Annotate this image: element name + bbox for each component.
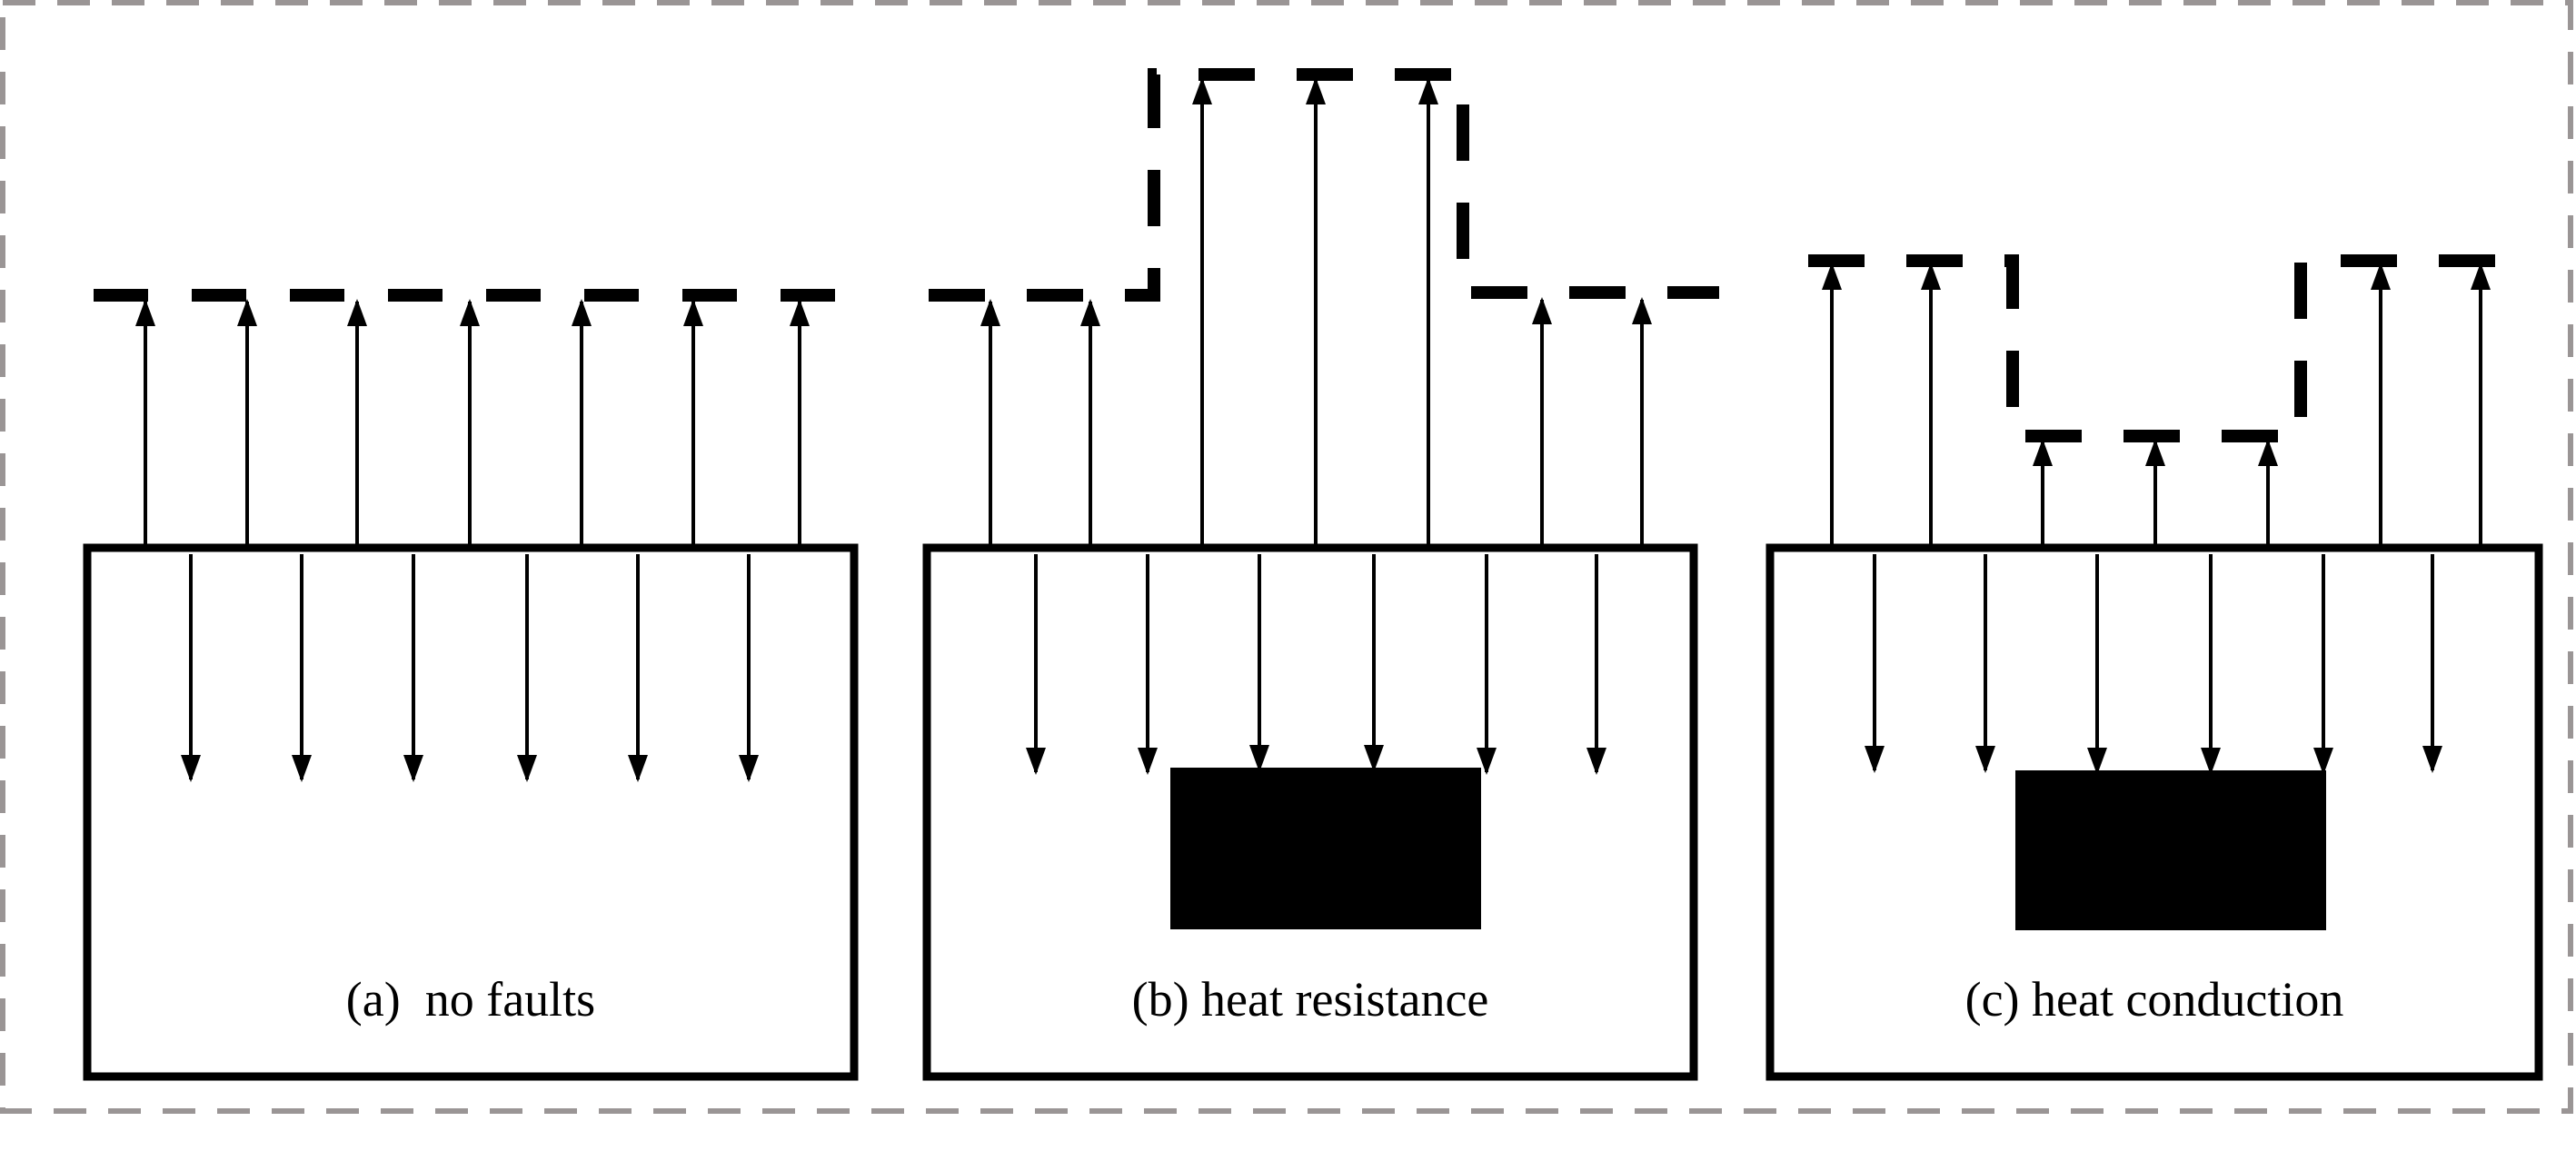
panel-a <box>83 289 859 1081</box>
outer-frame <box>0 0 2573 1114</box>
heat-resistance-block <box>1170 768 1481 929</box>
panel-a-up-arrows <box>135 299 810 548</box>
panel-c-down-arrows <box>1865 554 2442 775</box>
panel-a-down-arrows <box>181 554 759 782</box>
panel-b-isotherm <box>929 68 1719 302</box>
panel-c-up-arrows <box>1822 263 2491 548</box>
panel-c <box>1765 254 2543 1081</box>
heat-conduction-block <box>2015 770 2326 930</box>
panel-c-caption: (c) heat conduction <box>1964 972 2344 1027</box>
panel-b-down-arrows <box>1026 554 1606 775</box>
panel-b-up-arrows <box>980 77 1652 548</box>
panel-c-isotherm <box>1808 254 2526 442</box>
panel-b-caption: (b) heat resistance <box>1131 972 1489 1027</box>
panel-b-box <box>922 543 1698 1081</box>
panel-b <box>922 68 1719 1081</box>
panel-a-caption: (a) no faults <box>345 972 596 1027</box>
